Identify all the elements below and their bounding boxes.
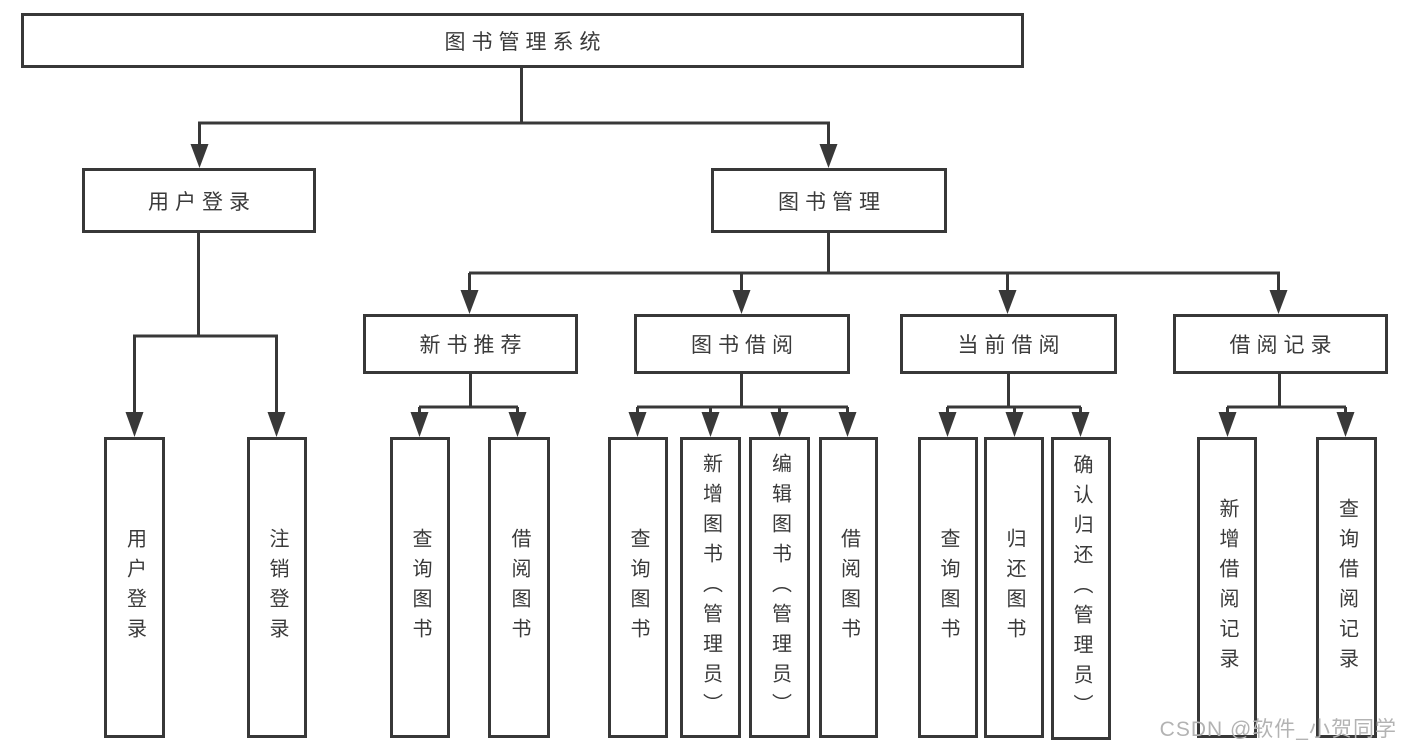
node-new-book-recommend: 新书推荐 <box>363 314 578 374</box>
arrowhead <box>460 290 479 314</box>
arrowhead <box>1336 412 1355 437</box>
arrowhead <box>267 412 286 437</box>
arrowhead <box>410 412 429 437</box>
node-label: 新书推荐 <box>419 334 528 357</box>
connector-root-to-level2 <box>198 68 830 148</box>
node-label: 新增借阅记录 <box>1216 497 1238 678</box>
node-label: 借阅图书 <box>837 527 860 648</box>
arrowhead <box>819 144 838 168</box>
node-label: 图书管理 <box>778 190 886 214</box>
node-label: 归还图书 <box>1003 527 1025 648</box>
arrowhead <box>732 290 751 314</box>
arrowhead <box>998 290 1017 314</box>
csdn-watermark: CSDN @软件_小贺同学 <box>1159 718 1397 741</box>
leaf-return-books: 归还图书 <box>984 437 1044 738</box>
node-label: 借阅记录 <box>1229 334 1338 357</box>
leaf-borrow-books: 借阅图书 <box>819 437 878 738</box>
arrowhead <box>938 412 957 437</box>
leaf-query-books-recommend: 查询图书 <box>390 437 450 738</box>
arrowhead <box>770 412 789 437</box>
node-borrowing-records: 借阅记录 <box>1173 314 1388 374</box>
arrowhead <box>508 412 527 437</box>
node-label: 借阅图书 <box>508 527 530 648</box>
connector-userlogin-to-leaves <box>133 233 278 416</box>
node-book-borrowing: 图书借阅 <box>634 314 850 374</box>
node-library-system: 图书管理系统 <box>21 13 1024 68</box>
leaf-add-borrow-record: 新增借阅记录 <box>1197 437 1257 738</box>
node-label: 查询图书 <box>409 527 431 648</box>
arrowhead <box>1269 290 1288 314</box>
leaf-confirm-return-admin: 确认归还（管理员） <box>1051 437 1111 740</box>
arrowhead <box>190 144 209 168</box>
node-label: 查询图书 <box>627 527 649 648</box>
node-label: 确认归还（管理员） <box>1070 453 1092 724</box>
leaf-user-login: 用户登录 <box>104 437 165 738</box>
node-current-borrowing: 当前借阅 <box>900 314 1117 374</box>
node-label: 图书管理系统 <box>444 30 607 54</box>
leaf-query-borrow-record: 查询借阅记录 <box>1316 437 1377 738</box>
node-book-management: 图书管理 <box>711 168 947 233</box>
arrowhead <box>1218 412 1237 437</box>
leaf-add-books-admin: 新增图书（管理员） <box>680 437 741 738</box>
connector-records-to-leaves <box>1226 374 1347 416</box>
arrowhead <box>125 412 144 437</box>
arrowhead <box>1005 412 1024 437</box>
connector-bookmgmt-to-level3 <box>468 233 1280 294</box>
connector-newbooks-to-leaves <box>418 374 519 416</box>
arrowhead <box>1071 412 1090 437</box>
arrowhead <box>628 412 647 437</box>
node-label: 查询图书 <box>937 527 959 648</box>
node-user-login-branch: 用户登录 <box>82 168 316 233</box>
node-label: 编辑图书（管理员） <box>768 452 791 723</box>
leaf-query-books-current: 查询图书 <box>918 437 978 738</box>
node-label: 新增图书（管理员） <box>699 452 722 723</box>
node-label: 查询借阅记录 <box>1335 497 1358 678</box>
leaf-edit-books-admin: 编辑图书（管理员） <box>749 437 810 738</box>
arrowhead <box>701 412 720 437</box>
leaf-borrow-books-recommend: 借阅图书 <box>488 437 550 738</box>
leaf-logout: 注销登录 <box>247 437 307 738</box>
arrowhead <box>838 412 857 437</box>
node-label: 注销登录 <box>266 527 288 648</box>
leaf-query-books-borrow: 查询图书 <box>608 437 668 738</box>
connector-borrow-to-leaves <box>636 374 849 416</box>
node-label: 图书借阅 <box>691 334 799 357</box>
node-label: 当前借阅 <box>957 334 1066 357</box>
connector-current-to-leaves <box>946 374 1082 416</box>
node-label: 用户登录 <box>148 190 256 214</box>
node-label: 用户登录 <box>123 527 146 648</box>
